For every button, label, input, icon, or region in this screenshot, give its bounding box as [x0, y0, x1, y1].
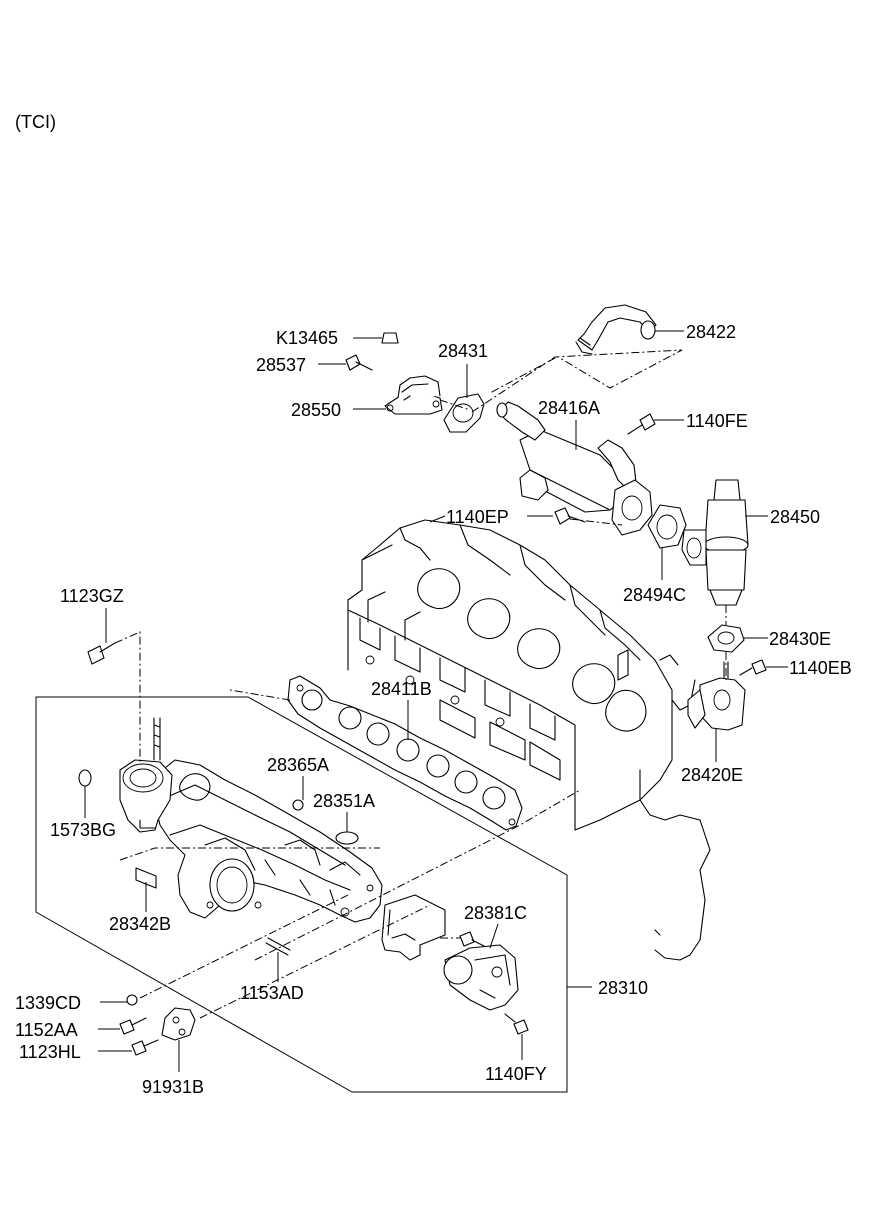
label-28365a: 28365A: [267, 755, 329, 775]
label-1140fy: 1140FY: [485, 1064, 547, 1084]
label-28351a: 28351A: [313, 791, 375, 811]
egr-adapter-28420e: [687, 677, 746, 731]
label-28494c: 28494C: [623, 585, 686, 605]
label-91931b: 91931B: [142, 1077, 204, 1097]
alignment-lines: [114, 349, 727, 1019]
label-28422: 28422: [686, 322, 736, 342]
egr-cooler-28416a: [496, 401, 653, 536]
egr-elbow-28550: [384, 375, 443, 415]
label-28416a: 28416A: [538, 398, 600, 418]
gasket-28430e: [707, 624, 745, 653]
label-1123gz: 1123GZ: [60, 586, 124, 606]
gasket-28494c: [647, 504, 687, 549]
label-28342b: 28342B: [109, 914, 171, 934]
label-28381c: 28381C: [464, 903, 527, 923]
label-28310: 28310: [598, 978, 648, 998]
gasket-28431: [443, 393, 485, 433]
label-28450: 28450: [770, 507, 820, 527]
part-labels: K13465 28537 28550 28431 28422 28416A 11…: [15, 322, 852, 1097]
intake-gasket: [287, 675, 523, 831]
bracket-91931b: [161, 1007, 196, 1041]
leader-lines: [84, 330, 788, 1072]
label-k13465: K13465: [276, 328, 338, 348]
label-1140ep: 1140EP: [446, 507, 509, 527]
label-28420e: 28420E: [681, 765, 743, 785]
throttle-actuator-28381c: [381, 894, 519, 1011]
label-1140eb: 1140EB: [789, 658, 852, 678]
throttle-housing: [119, 759, 173, 833]
label-1152aa: 1152AA: [15, 1020, 78, 1040]
assembly-frame: [35, 696, 568, 1093]
label-1123hl: 1123HL: [19, 1042, 81, 1062]
label-28550: 28550: [291, 400, 341, 420]
engine-block: [347, 519, 711, 961]
label-1153ad: 1153AD: [240, 983, 304, 1003]
label-1339cd: 1339CD: [15, 993, 81, 1013]
label-28430e: 28430E: [769, 629, 831, 649]
label-28431: 28431: [438, 341, 488, 361]
label-1573bg: 1573BG: [50, 820, 116, 840]
intake-manifold: [149, 759, 383, 923]
egr-pipe-28422: [575, 304, 657, 355]
label-28537: 28537: [256, 355, 306, 375]
egr-valve-28450: [681, 479, 749, 606]
label-1140fe: 1140FE: [686, 411, 748, 431]
plug-28351a: [335, 831, 359, 845]
label-28411b: 28411B: [371, 679, 432, 699]
variant-label: (TCI): [15, 112, 56, 132]
